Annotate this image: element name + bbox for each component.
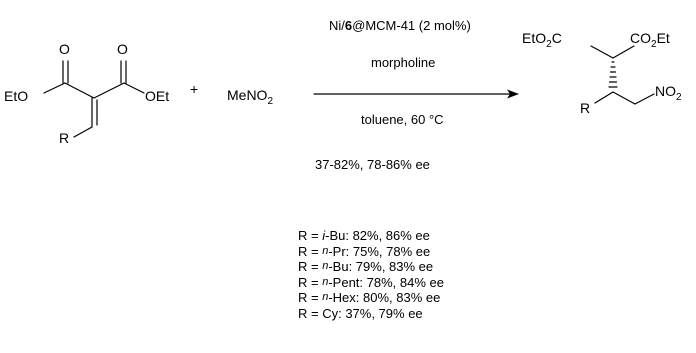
arrow-head xyxy=(507,89,519,99)
product: EtO2C CO2Et R NO2 xyxy=(522,30,682,116)
reactant-r-group: R xyxy=(59,130,69,146)
product-left-ester: EtO2C xyxy=(522,30,562,50)
product-right-ester: CO2Et xyxy=(630,30,670,50)
result-row: R = i-Bu: 82%, 86% ee xyxy=(298,228,430,243)
result-row: R = n-Hex: 80%, 83% ee xyxy=(298,290,441,305)
product-r-bond xyxy=(594,91,614,104)
product-nitro-group: NO2 xyxy=(655,83,682,103)
product-ch2-bond xyxy=(612,91,636,105)
reaction-arrow xyxy=(313,89,519,99)
right-ester-o-bond xyxy=(123,82,145,94)
left-carbonyl-o: O xyxy=(59,41,70,57)
product-left-ester-bond xyxy=(590,45,614,59)
left-ester-label: EtO xyxy=(4,88,28,104)
plus-sign: + xyxy=(190,81,198,97)
yield-summary: 37-82%, 78-86% ee xyxy=(315,157,430,172)
product-hashed-bond xyxy=(608,61,618,88)
result-row: R = Cy: 37%, 79% ee xyxy=(298,305,423,321)
right-acyl-bond xyxy=(93,82,125,99)
right-carbonyl-o: O xyxy=(117,41,128,57)
product-right-ester-bond xyxy=(612,45,635,59)
catalyst-label: Ni/6@MCM-41 (2 mol%) xyxy=(329,18,471,33)
reactant-malonate: O O EtO OEt R xyxy=(4,41,169,146)
result-row: R = n-Pr: 75%, 78% ee xyxy=(298,243,431,259)
alkene-r-bond xyxy=(73,126,93,138)
base-label: morpholine xyxy=(371,55,435,70)
left-acyl-bond xyxy=(64,82,95,99)
right-ester-label: OEt xyxy=(145,88,169,104)
product-r-group: R xyxy=(580,100,590,116)
left-ester-o-bond xyxy=(43,82,66,94)
solvent-label: toluene, 60 °C xyxy=(361,112,444,127)
result-row: R = n-Pent: 78%, 84% ee xyxy=(298,274,444,290)
results-list: R = i-Bu: 82%, 86% ee R = n-Pr: 75%, 78%… xyxy=(298,228,444,321)
reactant-nitromethane: MeNO2 xyxy=(227,87,273,107)
result-row: R = n-Bu: 79%, 83% ee xyxy=(298,259,434,274)
product-nitro-bond xyxy=(634,93,655,105)
